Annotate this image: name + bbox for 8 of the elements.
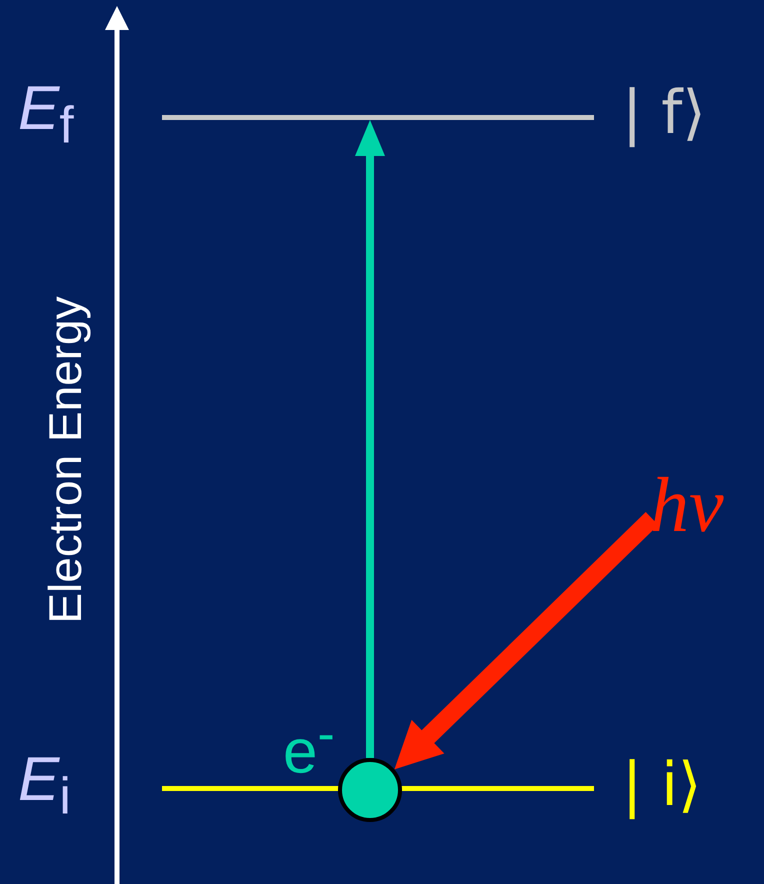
energy-label: E$_{i}$: [18, 746, 71, 824]
arrow: [355, 120, 385, 758]
axis-title: Electron Energy: [38, 296, 92, 624]
state-label: | f⟩: [622, 80, 706, 146]
photon-label: hν: [650, 460, 764, 550]
energy-label: E$_{f}$: [18, 75, 74, 154]
state-label: | i⟩: [622, 752, 702, 818]
electron-label: e$^{-}$: [283, 705, 335, 787]
